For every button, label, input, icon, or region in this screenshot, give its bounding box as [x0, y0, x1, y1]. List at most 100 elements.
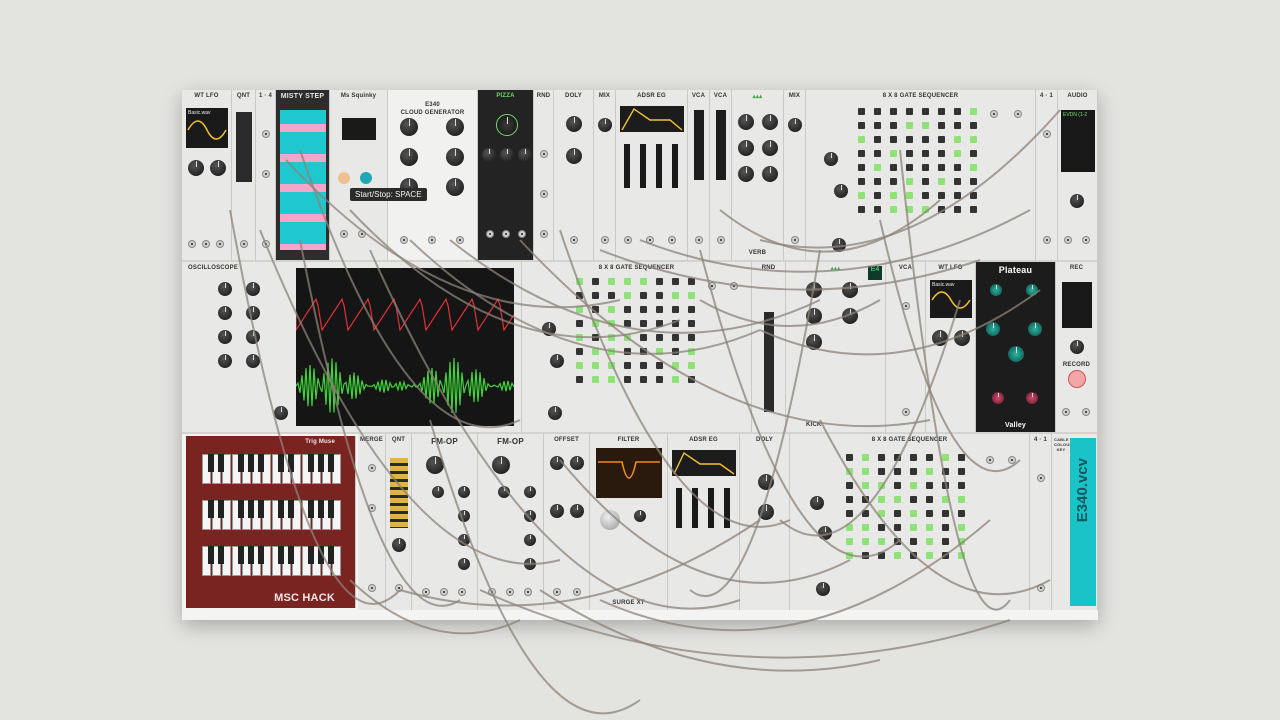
gate-step-button[interactable]: [672, 306, 679, 313]
gate-step-button[interactable]: [874, 164, 881, 171]
gate-step-button[interactable]: [640, 278, 647, 285]
time-knob[interactable]: [758, 474, 774, 490]
module-adsr-1[interactable]: ADSR EG: [616, 90, 688, 260]
gate-step-button[interactable]: [954, 136, 961, 143]
gate-step-button[interactable]: [656, 348, 663, 355]
module-fm-op-2[interactable]: FM-OP: [478, 434, 544, 610]
gate-step-button[interactable]: [874, 122, 881, 129]
jack[interactable]: [902, 408, 910, 416]
gate-step-button[interactable]: [878, 496, 885, 503]
black-key[interactable]: [278, 500, 284, 518]
gain-knob[interactable]: [1070, 340, 1084, 354]
attack-knob[interactable]: [524, 486, 536, 498]
module-split-3[interactable]: 4 · 1: [1030, 434, 1052, 610]
gate-step-button[interactable]: [624, 334, 631, 341]
jack[interactable]: [1037, 584, 1045, 592]
gate-step-button[interactable]: [926, 468, 933, 475]
gate-step-button[interactable]: [846, 468, 853, 475]
gate-grid[interactable]: [846, 454, 965, 559]
gate-step-button[interactable]: [672, 292, 679, 299]
gate-step-button[interactable]: [894, 482, 901, 489]
length-knob[interactable]: [810, 496, 824, 510]
jack[interactable]: [368, 464, 376, 472]
run-button[interactable]: [360, 172, 372, 184]
gate-step-button[interactable]: [922, 178, 929, 185]
gate-step-button[interactable]: [576, 278, 583, 285]
gate-step-button[interactable]: [942, 482, 949, 489]
ch4-position-knob[interactable]: [246, 354, 260, 368]
gate-step-button[interactable]: [890, 108, 897, 115]
direction-knob[interactable]: [550, 354, 564, 368]
ch2-position-knob[interactable]: [246, 306, 260, 320]
chord-knob[interactable]: [400, 118, 418, 136]
black-key[interactable]: [288, 454, 294, 472]
gate-step-button[interactable]: [910, 468, 917, 475]
module-cloud-generator[interactable]: E340 CLOUD GENERATOR: [388, 90, 478, 260]
gate-step-button[interactable]: [890, 178, 897, 185]
black-key[interactable]: [278, 454, 284, 472]
jack[interactable]: [506, 588, 514, 596]
gate-step-button[interactable]: [922, 122, 929, 129]
jack[interactable]: [456, 236, 464, 244]
amp-decay-knob[interactable]: [842, 308, 858, 324]
level-knob[interactable]: [788, 118, 802, 132]
gate-step-button[interactable]: [640, 362, 647, 369]
ratio-knob[interactable]: [482, 148, 496, 162]
gate-step-button[interactable]: [894, 496, 901, 503]
gate-step-button[interactable]: [878, 454, 885, 461]
gate-step-button[interactable]: [656, 292, 663, 299]
gate-step-button[interactable]: [954, 108, 961, 115]
gate-step-button[interactable]: [624, 306, 631, 313]
jack[interactable]: [573, 588, 581, 596]
level-knob[interactable]: [1070, 194, 1084, 208]
gate-step-button[interactable]: [862, 482, 869, 489]
ratio-knob[interactable]: [426, 456, 444, 474]
gate-step-button[interactable]: [592, 348, 599, 355]
jack[interactable]: [518, 230, 526, 238]
mod-depth-knob[interactable]: [1026, 392, 1038, 404]
black-key[interactable]: [258, 500, 264, 518]
jack[interactable]: [502, 230, 510, 238]
module-rnd-2[interactable]: RND: [752, 262, 786, 432]
black-key[interactable]: [208, 500, 214, 518]
time-knob[interactable]: [762, 114, 778, 130]
gate-step-button[interactable]: [608, 292, 615, 299]
dry-knob[interactable]: [990, 284, 1002, 296]
gate-step-button[interactable]: [878, 524, 885, 531]
length-knob[interactable]: [542, 322, 556, 336]
gate-step-button[interactable]: [592, 292, 599, 299]
sustain-slider[interactable]: [708, 488, 714, 528]
jack[interactable]: [540, 150, 548, 158]
gate-step-button[interactable]: [624, 348, 631, 355]
module-gate-sequencer-2[interactable]: 8 X 8 GATE SEQUENCER: [522, 262, 752, 432]
gate-step-button[interactable]: [592, 334, 599, 341]
gate-step-button[interactable]: [640, 320, 647, 327]
gate-step-button[interactable]: [910, 482, 917, 489]
direction-knob[interactable]: [818, 526, 832, 540]
gate-step-button[interactable]: [906, 122, 913, 129]
gate-step-button[interactable]: [954, 178, 961, 185]
feedback-knob[interactable]: [566, 148, 582, 164]
module-squinky[interactable]: Ms Squinky: [330, 90, 388, 260]
module-kick[interactable]: ▴▴▴ E4 KICK: [786, 262, 886, 432]
scale-knob-1[interactable]: [550, 504, 564, 518]
gate-step-button[interactable]: [942, 552, 949, 559]
gate-step-button[interactable]: [608, 334, 615, 341]
gate-step-button[interactable]: [922, 164, 929, 171]
jack[interactable]: [1082, 236, 1090, 244]
gate-step-button[interactable]: [858, 192, 865, 199]
gate-step-button[interactable]: [672, 376, 679, 383]
length-knob[interactable]: [824, 152, 838, 166]
gate-step-button[interactable]: [608, 306, 615, 313]
record-button[interactable]: [1068, 370, 1086, 388]
jack[interactable]: [488, 588, 496, 596]
gate-step-button[interactable]: [624, 278, 631, 285]
gate-step-button[interactable]: [910, 552, 917, 559]
module-mix-1[interactable]: MIX: [594, 90, 616, 260]
gate-step-button[interactable]: [592, 362, 599, 369]
spread-knob[interactable]: [446, 148, 464, 166]
gate-step-button[interactable]: [608, 278, 615, 285]
attack-slider[interactable]: [676, 488, 682, 528]
gate-step-button[interactable]: [576, 348, 583, 355]
gate-step-button[interactable]: [656, 334, 663, 341]
